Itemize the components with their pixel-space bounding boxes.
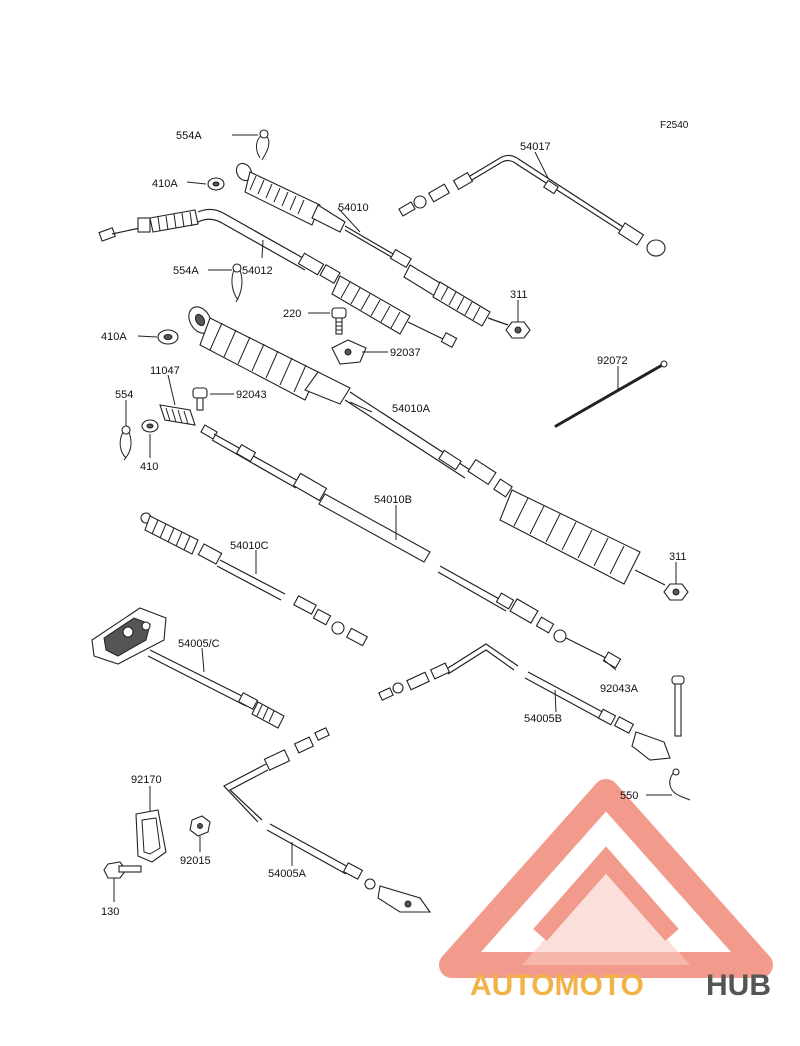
label-54012: 54012 bbox=[242, 265, 273, 277]
label-92015: 92015 bbox=[180, 855, 211, 867]
diagram-code: F2540 bbox=[660, 120, 689, 131]
nut-92015 bbox=[189, 815, 211, 837]
label-92043: 92043 bbox=[236, 389, 267, 401]
label-311-bottom: 311 bbox=[669, 551, 687, 563]
label-54005a: 54005A bbox=[268, 868, 307, 880]
watermark-word-2: HUB bbox=[706, 969, 771, 1002]
lever-54005c bbox=[91, 607, 285, 729]
cable-54017 bbox=[398, 154, 666, 257]
bracket-92170 bbox=[135, 809, 167, 863]
watermark-word-1: AUTOMOTO bbox=[470, 969, 644, 1002]
label-550: 550 bbox=[620, 790, 638, 802]
label-92037: 92037 bbox=[390, 347, 421, 359]
label-554: 554 bbox=[115, 389, 133, 401]
label-410a-top: 410A bbox=[152, 178, 178, 190]
cable-54012 bbox=[98, 208, 458, 348]
watermark-logo bbox=[439, 779, 773, 978]
pin-554 bbox=[119, 425, 132, 461]
label-130: 130 bbox=[101, 906, 119, 918]
bracket-11047 bbox=[159, 404, 196, 426]
label-54010: 54010 bbox=[338, 202, 369, 214]
label-54017: 54017 bbox=[520, 141, 551, 153]
label-554a-top: 554A bbox=[176, 130, 202, 142]
cable-54010c bbox=[140, 512, 369, 647]
label-92072: 92072 bbox=[597, 355, 628, 367]
bolt-130 bbox=[103, 861, 142, 879]
cable-54010b bbox=[200, 424, 622, 669]
bolt-220 bbox=[331, 307, 347, 335]
label-54010a: 54010A bbox=[392, 403, 431, 415]
cable-54005b bbox=[378, 643, 671, 761]
pin-554a-mid bbox=[231, 263, 243, 303]
label-311-top: 311 bbox=[510, 289, 528, 301]
cable-54010 bbox=[235, 162, 509, 327]
label-92170: 92170 bbox=[131, 774, 162, 786]
label-54010c: 54010C bbox=[230, 540, 269, 552]
label-554a-mid: 554A bbox=[173, 265, 199, 277]
label-410: 410 bbox=[140, 461, 158, 473]
cable-54005a bbox=[223, 727, 432, 913]
bolt-92043 bbox=[192, 387, 208, 411]
label-11047: 11047 bbox=[150, 365, 180, 377]
label-220: 220 bbox=[283, 308, 301, 320]
label-54005c: 54005/C bbox=[178, 638, 220, 650]
cable-54010a bbox=[188, 306, 666, 586]
label-54005b: 54005B bbox=[524, 713, 562, 725]
pin-554a-top bbox=[256, 129, 270, 161]
label-410a-mid: 410A bbox=[101, 331, 127, 343]
clip-550 bbox=[669, 768, 691, 801]
label-54010b: 54010B bbox=[374, 494, 412, 506]
pin-92043a bbox=[671, 675, 685, 737]
cable-92072 bbox=[554, 360, 668, 428]
label-92043a: 92043A bbox=[600, 683, 639, 695]
